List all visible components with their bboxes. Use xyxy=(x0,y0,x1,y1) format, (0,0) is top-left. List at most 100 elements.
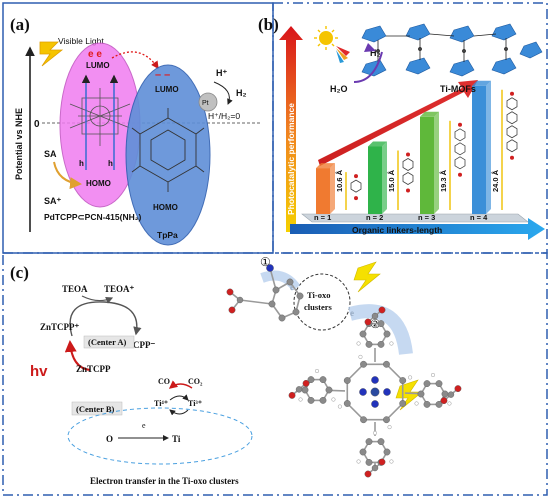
performance-axis-label: Photocatalytic performance xyxy=(286,103,296,215)
ti-mof-label: Ti-MOFs xyxy=(440,84,476,94)
sun-icon xyxy=(314,26,338,50)
ti-reduction-arrow-bottom xyxy=(169,409,189,416)
co-label: CO xyxy=(158,377,170,386)
pdtcpp-material-label: PdTCPP⊂PCN-415(NH₂) xyxy=(44,212,141,222)
linker-molecule-icon xyxy=(350,174,362,201)
bar-top xyxy=(316,163,335,169)
ti-reduction-arrow-top xyxy=(169,394,189,401)
pt-label: Pt xyxy=(202,100,209,107)
teoa-label: TEOA xyxy=(62,284,88,294)
zntcpp-plus-label: ZnTCPP⁺ xyxy=(40,322,80,332)
teoa-oxidation-arrow xyxy=(81,295,114,304)
lightning-icon-c1 xyxy=(353,261,381,293)
co2-reduction-arrow xyxy=(168,380,193,389)
bar-length-label: 24.0 Å xyxy=(491,169,500,192)
h2o-label: H₂O xyxy=(330,84,348,94)
performance-axis xyxy=(279,26,303,232)
bar-front xyxy=(368,146,382,214)
zntcpp-molecule-icon xyxy=(226,264,462,478)
cluster-label-2: clusters xyxy=(304,302,333,312)
proton-reduction-arrow xyxy=(213,81,233,105)
ti3-label: Ti³⁺ xyxy=(188,399,202,408)
pt-particle xyxy=(198,92,218,112)
bar-side xyxy=(434,111,439,214)
cluster-caption: Electron transfer in the Ti-oxo clusters xyxy=(90,476,239,486)
homo-left-label: HOMO xyxy=(86,179,111,188)
linker-molecule-icon xyxy=(506,91,518,160)
linker-length-axis-label: Organic linkers-length xyxy=(352,225,442,235)
bar-base xyxy=(301,213,529,223)
bar-n-label: n = 2 xyxy=(366,213,383,222)
electron-transfer-arrow xyxy=(111,51,159,70)
zntcpp-label: ZnTCPP xyxy=(76,364,111,374)
redox-potential-label: H⁺/H₂=0 xyxy=(208,111,240,121)
bar-length-label: 10.6 Å xyxy=(335,169,344,192)
bar-top xyxy=(472,80,491,86)
linker-length-axis xyxy=(290,218,545,240)
tppa-framework-icon xyxy=(131,108,205,192)
ti-mof-structure-icon xyxy=(361,23,543,77)
bar-front xyxy=(472,85,486,214)
sacrificial-agent-arrow xyxy=(53,161,82,190)
panel-c-border xyxy=(2,252,548,496)
tppa-material-label: TpPa xyxy=(157,230,178,240)
bar-length-label: 19.3 Å xyxy=(439,169,448,192)
center-b-label: (Center B) xyxy=(76,404,114,414)
teoa-plus-label: TEOA⁺ xyxy=(104,284,135,294)
bar-n-label: n = 1 xyxy=(314,213,331,222)
bar-top xyxy=(420,111,439,117)
h-plus-label: H⁺ xyxy=(216,68,227,78)
zero-label: 0 xyxy=(34,119,40,130)
ti-oxo-cluster-circle xyxy=(293,273,351,331)
performance-trend-arrow xyxy=(318,80,478,166)
tppa-ellipse xyxy=(125,64,211,246)
photoexcitation-arrow xyxy=(64,340,91,371)
step-1-label: ① xyxy=(260,255,271,269)
hole-label-2: h xyxy=(108,159,113,168)
bar-3: 19.3 Å n = 3 xyxy=(418,111,466,222)
e-label: e xyxy=(142,421,146,430)
bar-1: 10.6 Å n = 1 xyxy=(314,163,362,222)
co2-label: CO₂ xyxy=(188,377,203,386)
center-a-label: (Center A) xyxy=(88,337,126,347)
linker-molecule-icon xyxy=(402,152,414,193)
bar-4: 24.0 Å n = 4 xyxy=(470,80,518,222)
bar-side xyxy=(382,141,387,214)
panel-a-label: (a) xyxy=(10,15,30,34)
homo-right-label: HOMO xyxy=(153,203,178,212)
transfer-path-2 xyxy=(348,304,413,356)
hole-label-1: h xyxy=(79,159,84,168)
ti4-label: Ti⁴⁺ xyxy=(154,399,168,408)
lightning-icon xyxy=(39,41,64,67)
bar-n-label: n = 4 xyxy=(470,213,488,222)
transfer-path-1 xyxy=(260,270,301,292)
bar-2: 15.0 Ån = 2 xyxy=(366,141,414,222)
bar-group: 10.6 Å n = 1 15.0 Ån = 2 19.3 Å n = 3 24.0 Å n… xyxy=(314,80,518,222)
catalytic-cycle-arrow xyxy=(69,301,142,337)
center-a-box xyxy=(83,335,135,349)
bar-n-label: n = 3 xyxy=(418,213,435,222)
water-splitting-arrow xyxy=(353,51,383,83)
h2-label-a: H₂ xyxy=(236,88,247,98)
lumo-right-label: LUMO xyxy=(155,85,179,94)
bar-side xyxy=(486,80,491,214)
panel-c-label: (c) xyxy=(10,263,29,282)
o-label: O xyxy=(106,434,113,444)
cluster-label-1: Ti-oxo xyxy=(307,290,330,300)
ti-oxo-cluster-ellipse xyxy=(67,407,253,465)
electrons-right: – – xyxy=(155,69,170,81)
ti-label: Ti xyxy=(172,434,181,444)
lumo-left-label: LUMO xyxy=(86,61,110,70)
bar-front xyxy=(420,116,434,214)
center-b-box xyxy=(71,401,123,416)
bar-top xyxy=(368,141,387,147)
light-beam-icon xyxy=(336,46,350,63)
hv-label: hv xyxy=(30,363,48,380)
electrons-left: e e xyxy=(88,49,102,60)
potential-axis-label: Potential vs NHE xyxy=(14,108,24,180)
visible-light-label: Visible Light xyxy=(58,36,104,46)
bar-side xyxy=(330,163,335,214)
zntcpp-minus-label: ZnTCPP⁻ xyxy=(116,340,156,350)
